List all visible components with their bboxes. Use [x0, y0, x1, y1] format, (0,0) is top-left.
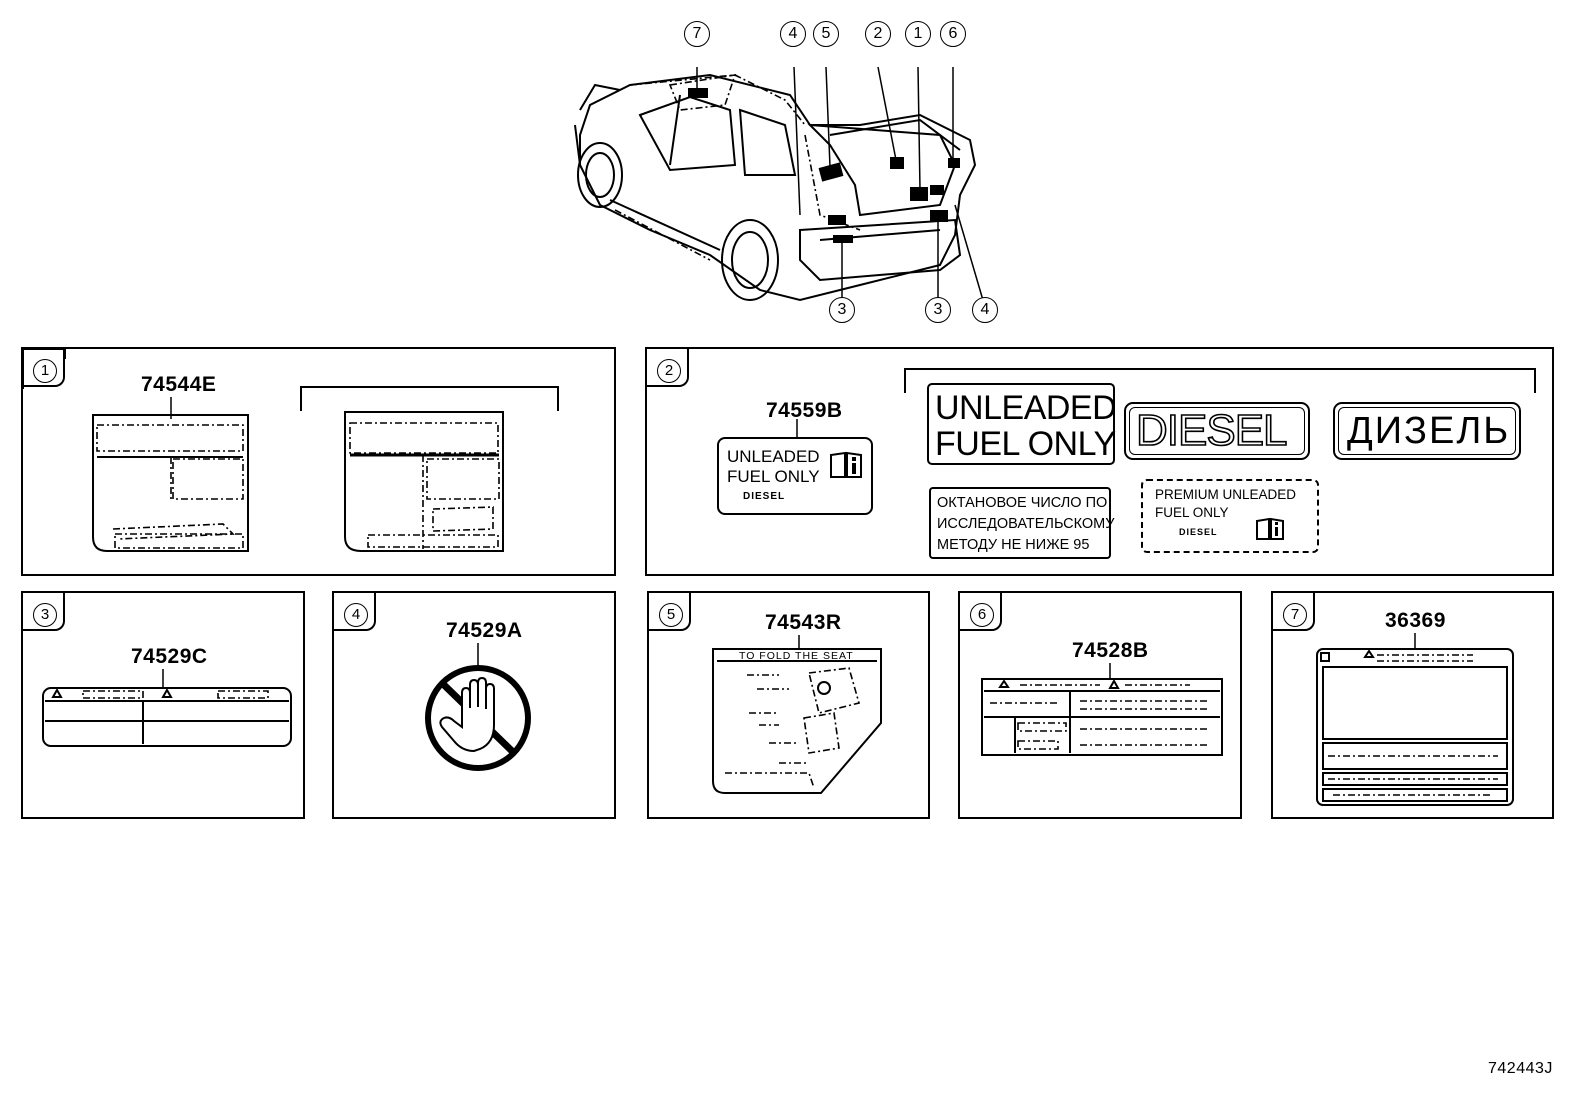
panel-2: 2 74559B UNLEADED FUEL ONLY DIESEL UNLEA… [645, 347, 1554, 576]
manual-book-icon [830, 451, 862, 478]
panel-6: 6 74528B [958, 591, 1242, 819]
vehicle-callout-3: 3 [925, 297, 951, 323]
fuel-label-main-line1: UNLEADED [727, 447, 820, 466]
fuel-label-premium-sub: DIESEL [1179, 527, 1218, 537]
panel-7-part-number: 36369 [1385, 609, 1446, 632]
manual-book-icon-2 [1256, 517, 1284, 540]
vehicle-callout-2: 2 [865, 21, 891, 47]
panel-6-drawings [981, 663, 1223, 756]
panel-7: 7 36369 [1271, 591, 1554, 819]
fuel-label-unleaded-large-line2: FUEL ONLY [935, 425, 1116, 463]
vehicle-callout-number: 5 [821, 25, 831, 42]
panel-1-number: 1 [40, 362, 50, 379]
panel-3-drawings [42, 669, 292, 747]
octane-label-ru-line3: МЕТОДУ НЕ НИЖЕ 95 [937, 537, 1090, 553]
panel-1-tab [22, 348, 66, 389]
panel-5-label-header: TO FOLD THE SEAT [739, 650, 854, 662]
octane-label-ru-line1: ОКТАНОВОЕ ЧИСЛО ПО [937, 495, 1108, 511]
diagram-code: 742443J [1488, 1060, 1553, 1077]
panel-1-drawings [92, 386, 559, 552]
panel-5-drawings [712, 635, 882, 794]
vehicle-callout-6: 6 [940, 21, 966, 47]
fuel-label-diesel-inner-border [1129, 407, 1305, 455]
fuel-label-diesel-ru-text: ДИЗЕЛЬ [1347, 410, 1511, 452]
panel-6-index-badge [960, 593, 1002, 631]
panel-6-part-number: 74528B [1072, 639, 1149, 662]
fuel-label-main-line2: FUEL ONLY [727, 467, 820, 486]
vehicle-callout-5: 5 [813, 21, 839, 47]
panel-3: 3 74529C [21, 591, 305, 819]
panel-2-index-badge [647, 349, 689, 387]
panel-1: 1 74544E [21, 347, 616, 576]
fuel-label-diesel: DIESEL [1124, 402, 1310, 460]
fuel-label-diesel-ru-inner-border [1338, 407, 1516, 455]
panel-1-number-circle: 1 [33, 359, 57, 383]
panel-1-index-badge [23, 349, 65, 387]
fuel-label-diesel-ru: ДИЗЕЛЬ [1333, 402, 1521, 460]
vehicle-callout-number: 6 [948, 25, 958, 42]
panel-3-part-number: 74529C [131, 645, 208, 668]
panel-5-index-badge [649, 593, 691, 631]
vehicle-callout-7: 7 [684, 21, 710, 47]
vehicle-illustration [560, 15, 1020, 330]
panel-3-number-circle: 3 [33, 603, 57, 627]
panel-2-part-number: 74559B [766, 399, 843, 422]
panel-4-number-circle: 4 [344, 603, 368, 627]
fuel-label-premium: PREMIUM UNLEADED FUEL ONLY DIESEL [1141, 479, 1319, 553]
fuel-label-diesel-text: DIESEL [1135, 405, 1288, 456]
fuel-label-unleaded-large-line1: UNLEADED [935, 389, 1117, 427]
fuel-label-main-sub: DIESEL [743, 491, 786, 502]
panel-3-number: 3 [40, 606, 50, 623]
fuel-label-unleaded-large: UNLEADED FUEL ONLY [927, 383, 1117, 465]
octane-label-ru: ОКТАНОВОЕ ЧИСЛО ПО ИССЛЕДОВАТЕЛЬСКОМУ МЕ… [929, 487, 1115, 559]
panel-5: 5 74543R TO FOLD THE SEAT [647, 591, 930, 819]
panel-2-number: 2 [664, 362, 674, 379]
vehicle-callout-3: 3 [829, 297, 855, 323]
octane-label-ru-line2: ИССЛЕДОВАТЕЛЬСКОМУ [937, 516, 1115, 532]
vehicle-callout-4: 4 [972, 297, 998, 323]
panel-7-index-badge [1273, 593, 1315, 631]
fuel-label-premium-line2: FUEL ONLY [1155, 505, 1229, 520]
panel-4-part-number: 74529A [446, 619, 523, 642]
panel-5-number: 5 [666, 606, 676, 623]
vehicle-callout-number: 4 [788, 25, 798, 42]
panel-5-part-number: 74543R [765, 611, 842, 634]
panel-4: 4 74529A [332, 591, 616, 819]
panel-7-number: 7 [1290, 606, 1300, 623]
panel-2-bracket [796, 368, 1536, 439]
panel-5-number-circle: 5 [659, 603, 683, 627]
vehicle-callout-number: 3 [933, 301, 943, 318]
panel-2-number-circle: 2 [657, 359, 681, 383]
vehicle-callout-number: 7 [692, 25, 702, 42]
panel-4-number: 4 [351, 606, 361, 623]
no-touch-hand-icon [425, 643, 531, 771]
panel-1-part-number: 74544E [141, 373, 217, 396]
vehicle-callout-number: 1 [913, 25, 923, 42]
vehicle-callout-4: 4 [780, 21, 806, 47]
vehicle-drawing [574, 66, 986, 308]
vehicle-callout-number: 3 [837, 301, 847, 318]
vehicle-callout-1: 1 [905, 21, 931, 47]
panel-4-index-badge [334, 593, 376, 631]
vehicle-callout-number: 4 [980, 301, 990, 318]
fuel-label-main: UNLEADED FUEL ONLY DIESEL [717, 437, 873, 515]
fuel-label-premium-line1: PREMIUM UNLEADED [1155, 487, 1297, 502]
panel-7-number-circle: 7 [1283, 603, 1307, 627]
panel-6-number-circle: 6 [970, 603, 994, 627]
panel-6-number: 6 [977, 606, 987, 623]
vehicle-callout-number: 2 [873, 25, 883, 42]
panel-7-drawings [1316, 633, 1514, 806]
panel-3-index-badge [23, 593, 65, 631]
